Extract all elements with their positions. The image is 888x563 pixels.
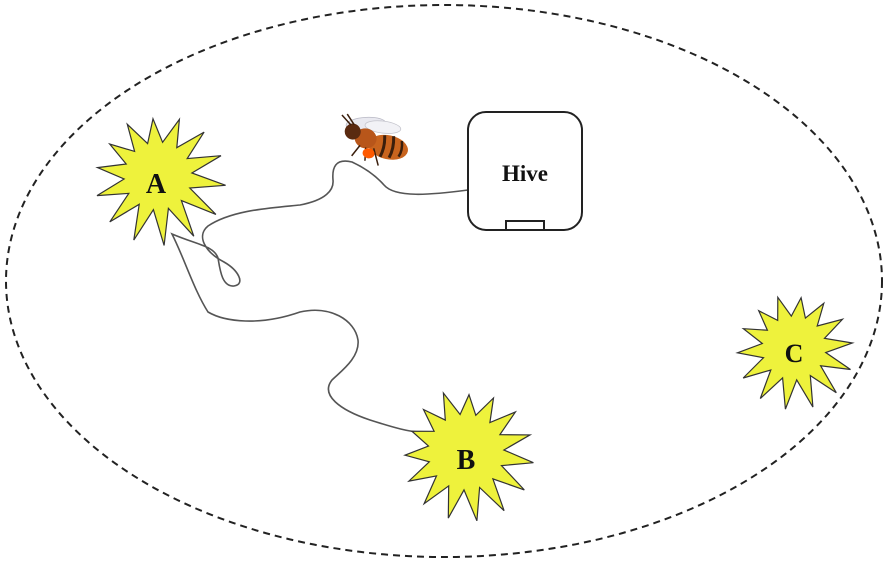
flower-a-label: A bbox=[146, 169, 167, 200]
flower-icon bbox=[403, 391, 534, 522]
bee-icon bbox=[341, 113, 408, 166]
hive-entrance bbox=[505, 220, 545, 231]
flower-b: B bbox=[403, 391, 534, 522]
hive-label: Hive bbox=[502, 161, 548, 186]
bee-flight-path bbox=[170, 160, 469, 433]
flower-icon bbox=[735, 295, 855, 410]
flower-b-label: B bbox=[457, 445, 476, 476]
foraging-area-boundary bbox=[5, 4, 883, 558]
flower-a: A bbox=[95, 116, 226, 246]
flower-c-label: C bbox=[785, 339, 804, 368]
hive: Hive bbox=[467, 111, 583, 231]
flower-c: C bbox=[735, 295, 855, 410]
flower-icon bbox=[95, 116, 226, 246]
